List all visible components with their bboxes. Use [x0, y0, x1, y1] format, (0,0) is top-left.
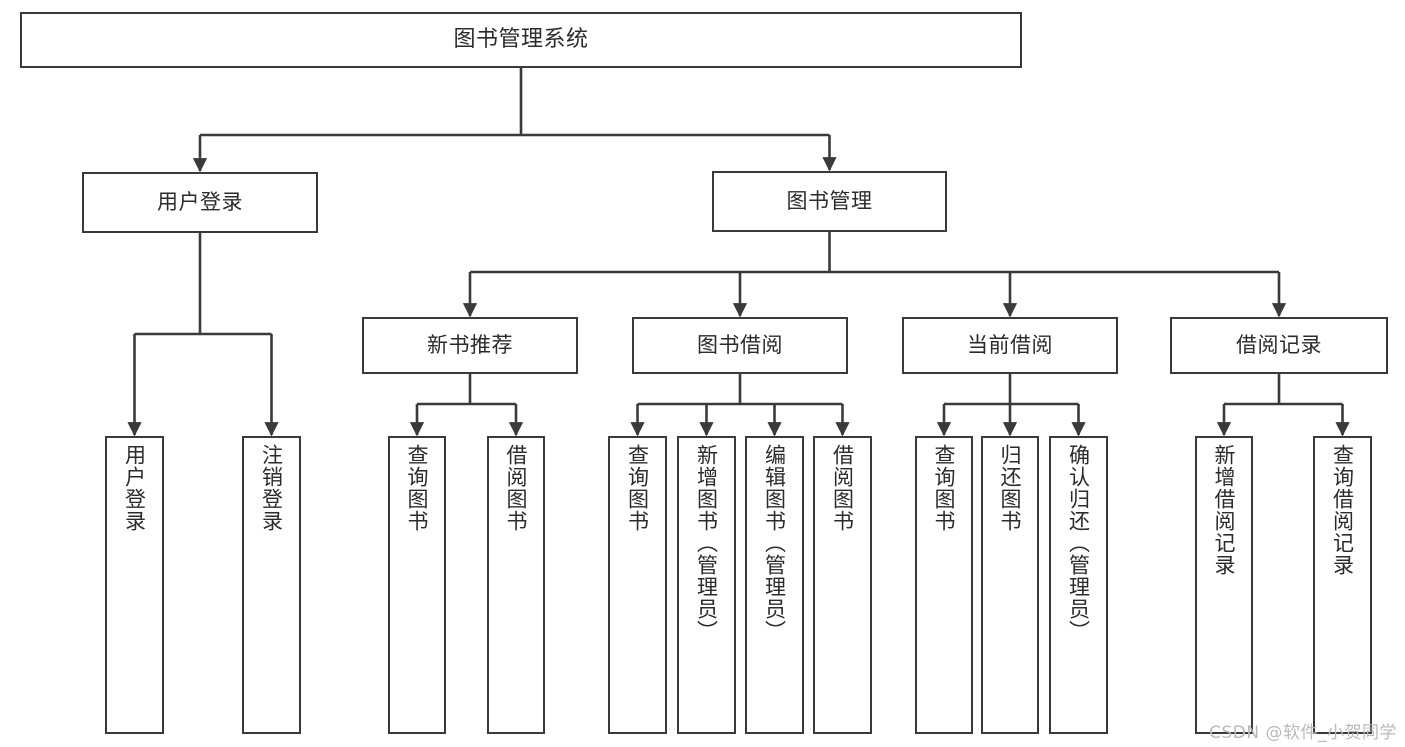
node-label: 确认归还（管理员） [1066, 444, 1091, 642]
node-l6[interactable]: 新增图书（管理员） [677, 436, 736, 734]
node-login[interactable]: 用户登录 [82, 172, 318, 233]
node-records[interactable]: 借阅记录 [1170, 317, 1388, 374]
node-l12[interactable]: 新增借阅记录 [1195, 436, 1253, 734]
node-borrow[interactable]: 图书借阅 [632, 317, 848, 374]
node-l7[interactable]: 编辑图书（管理员） [745, 436, 804, 734]
node-bookmgmt[interactable]: 图书管理 [712, 171, 947, 232]
node-l13[interactable]: 查询借阅记录 [1313, 436, 1372, 734]
node-l11[interactable]: 确认归还（管理员） [1049, 436, 1108, 734]
node-label: 图书管理系统 [453, 26, 589, 52]
node-label: 查询图书 [405, 444, 430, 532]
node-current[interactable]: 当前借阅 [902, 317, 1118, 374]
node-label: 查询借阅记录 [1330, 444, 1355, 576]
node-l4[interactable]: 借阅图书 [487, 436, 545, 734]
node-label: 查询图书 [932, 444, 957, 532]
node-label: 借阅图书 [504, 444, 529, 532]
node-label: 借阅图书 [830, 444, 855, 532]
node-l5[interactable]: 查询图书 [608, 436, 667, 734]
node-label: 用户登录 [157, 189, 243, 214]
node-l10[interactable]: 归还图书 [981, 436, 1039, 734]
node-label: 用户登录 [122, 444, 147, 532]
node-l3[interactable]: 查询图书 [388, 436, 446, 734]
node-label: 图书管理 [786, 188, 873, 213]
node-label: 编辑图书（管理员） [762, 444, 787, 642]
node-l1[interactable]: 用户登录 [105, 436, 164, 734]
node-label: 新增借阅记录 [1212, 444, 1237, 576]
node-label: 图书借阅 [697, 332, 783, 357]
node-label: 归还图书 [998, 444, 1023, 532]
node-label: 新书推荐 [427, 332, 513, 357]
node-label: 新增图书（管理员） [694, 444, 719, 642]
node-label: 查询图书 [625, 444, 650, 532]
node-newbook[interactable]: 新书推荐 [362, 317, 578, 374]
node-label: 当前借阅 [967, 332, 1053, 357]
node-l2[interactable]: 注销登录 [242, 436, 301, 734]
node-root[interactable]: 图书管理系统 [20, 12, 1022, 68]
node-l8[interactable]: 借阅图书 [813, 436, 872, 734]
node-l9[interactable]: 查询图书 [915, 436, 973, 734]
node-label: 注销登录 [259, 444, 284, 532]
node-label: 借阅记录 [1236, 332, 1322, 357]
